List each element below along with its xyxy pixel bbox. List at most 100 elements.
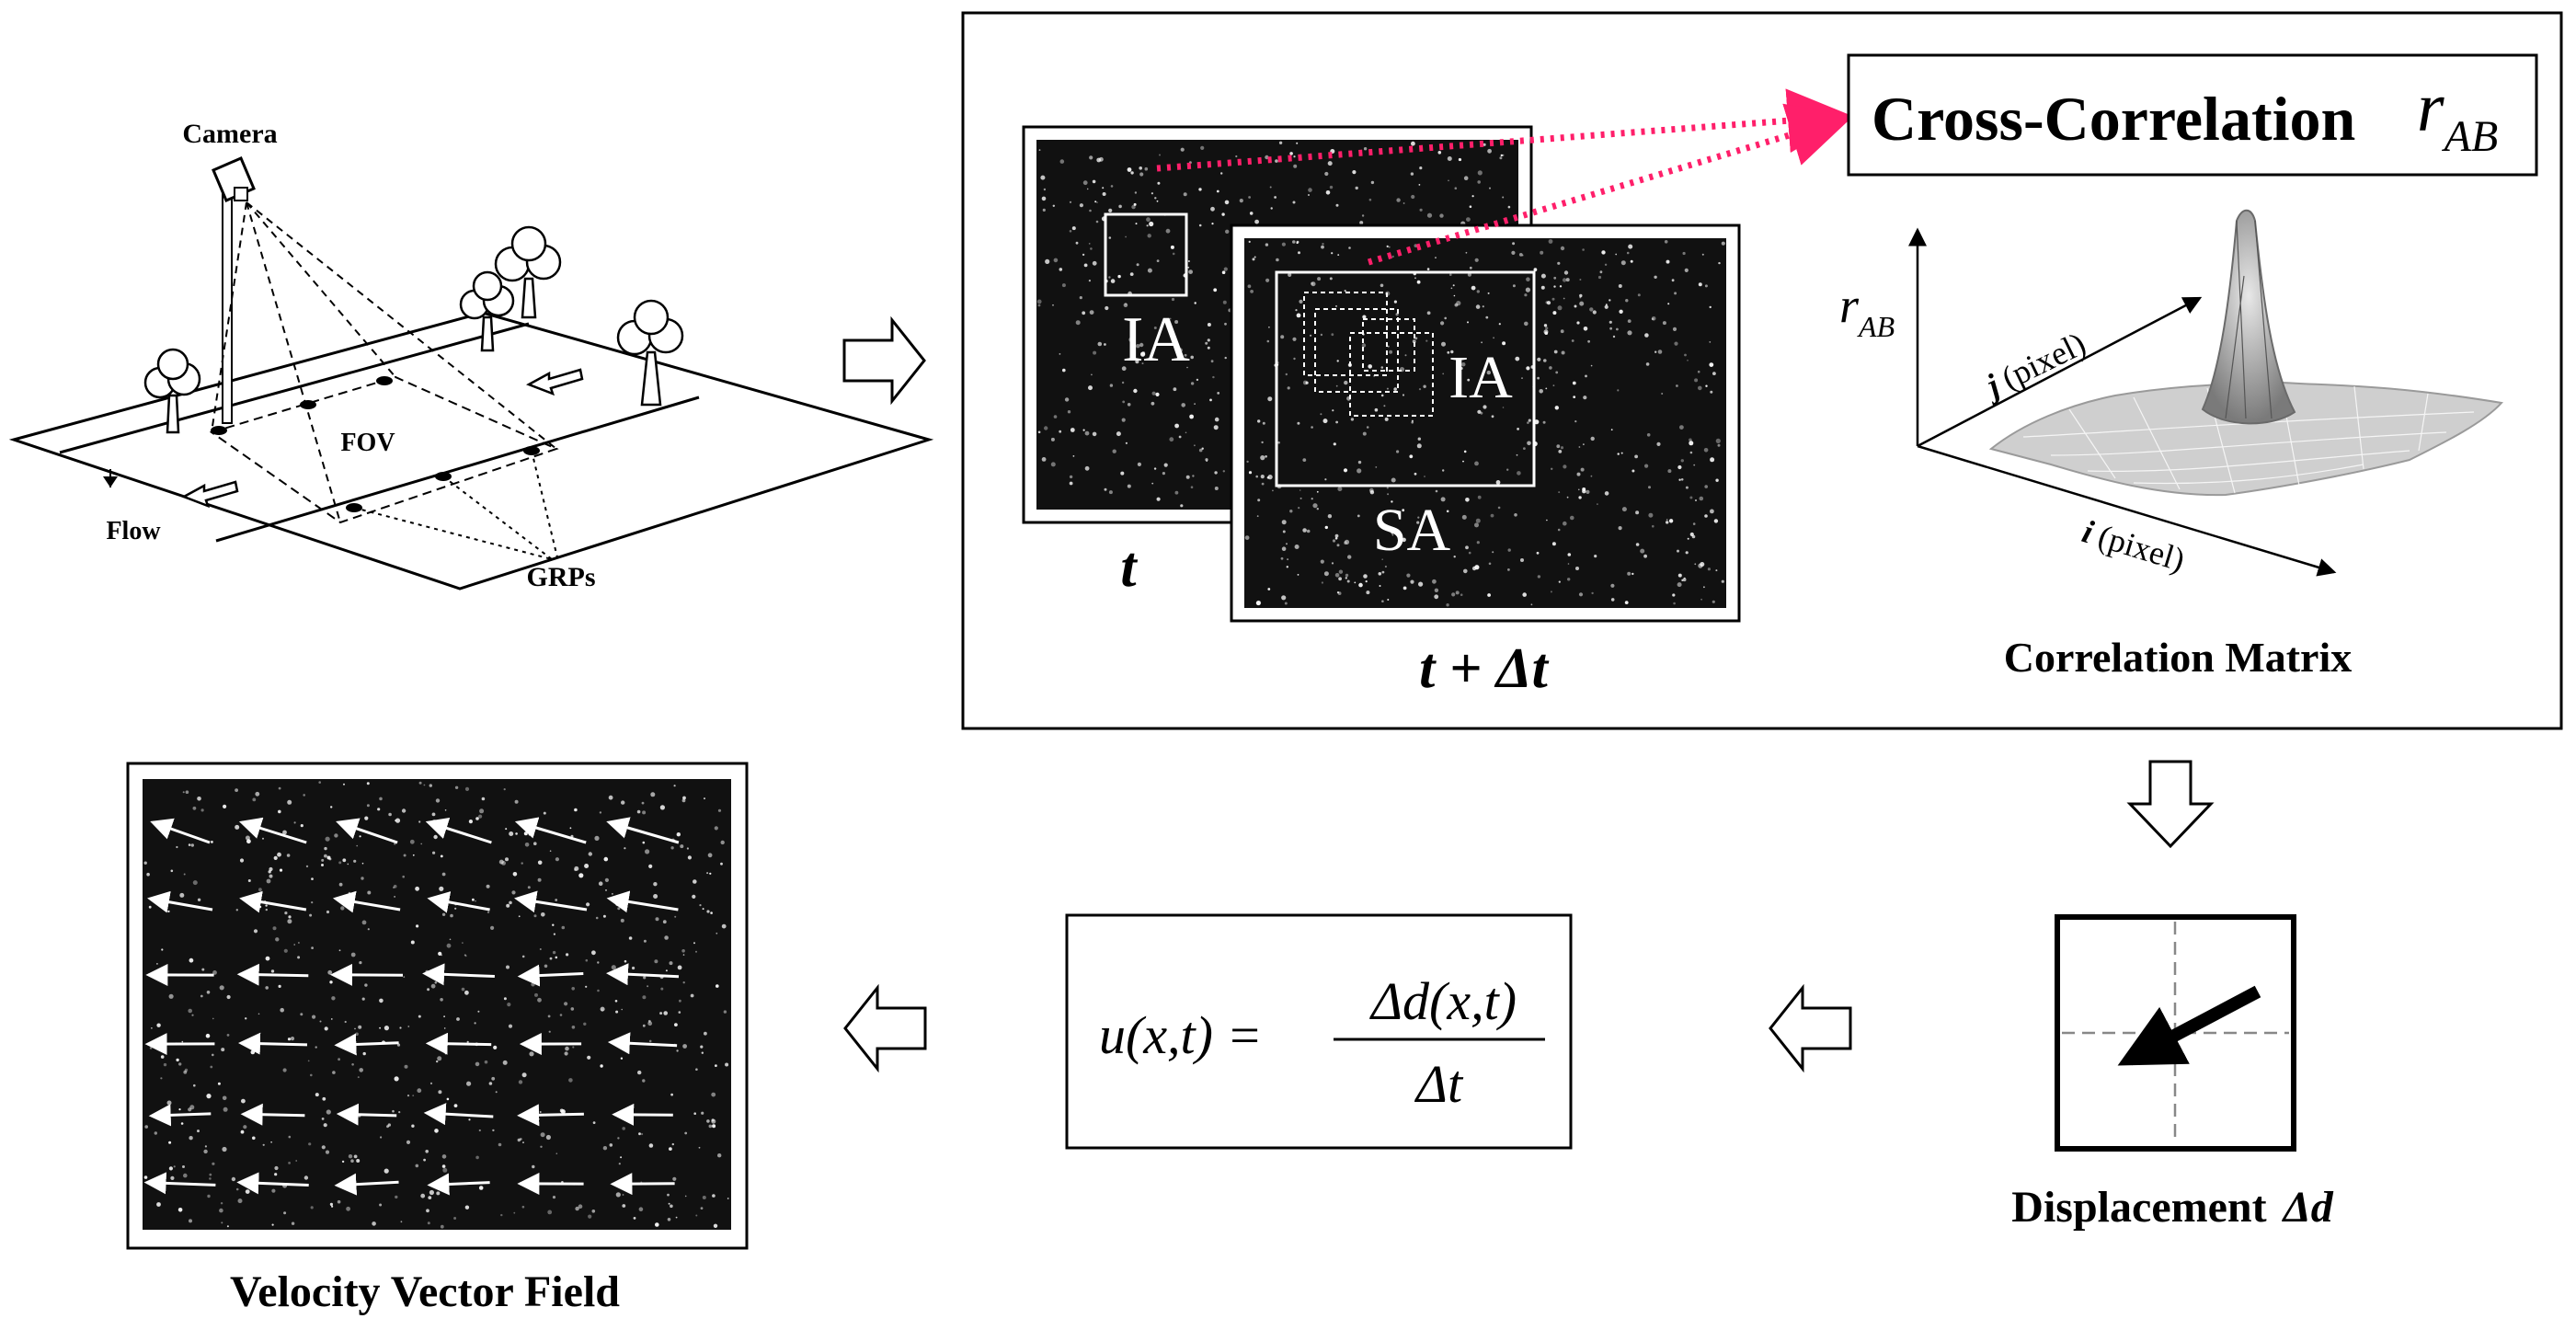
particle [1194, 403, 1196, 405]
particle [364, 983, 368, 987]
particle [1391, 500, 1393, 503]
particle [1270, 207, 1273, 210]
particle [179, 892, 185, 898]
particle [1582, 248, 1585, 251]
particle [1257, 499, 1261, 502]
fov-label: FOV [340, 429, 395, 457]
particle [462, 942, 464, 944]
particle [226, 1034, 230, 1037]
particle [1557, 528, 1561, 532]
particle [1343, 468, 1348, 473]
particle [1052, 204, 1056, 207]
particle [506, 965, 509, 969]
velocity-vector-arrow-icon [236, 963, 309, 986]
particle [1630, 259, 1633, 263]
particle [380, 1136, 383, 1139]
particle [1321, 245, 1324, 249]
particle [348, 891, 350, 895]
particle [1540, 250, 1544, 255]
camera-label: Camera [182, 119, 277, 149]
particle [351, 1063, 354, 1066]
particle [1095, 220, 1099, 224]
particle [1414, 337, 1418, 340]
particle [1540, 273, 1546, 279]
particle [241, 1098, 246, 1104]
particle [1666, 521, 1669, 524]
particle [156, 963, 158, 965]
particle [379, 797, 383, 801]
particle [533, 914, 537, 918]
particle [642, 841, 646, 844]
particle [1221, 212, 1225, 216]
particle [1537, 575, 1541, 579]
particle [1222, 470, 1226, 473]
particle [326, 855, 331, 860]
particle [1116, 431, 1121, 437]
particle [1383, 405, 1386, 407]
particle [1384, 417, 1389, 421]
velocity-vector-arrow-icon [334, 1173, 399, 1196]
particle [1627, 330, 1632, 336]
particle [519, 1138, 522, 1141]
particle [527, 1117, 531, 1120]
particle [679, 999, 681, 1003]
particle [415, 886, 419, 891]
velocity-vector-arrow-icon [427, 1173, 490, 1196]
camera-setup-illustration: Camera FOV Flow GRPs [8, 119, 934, 592]
particle [321, 1118, 325, 1120]
particle [1526, 366, 1530, 371]
particle [1709, 362, 1714, 367]
particle [1617, 389, 1620, 392]
particle [1553, 285, 1556, 288]
particle [1583, 327, 1588, 331]
particle [1192, 475, 1195, 477]
particle [269, 866, 273, 872]
particle [298, 942, 300, 944]
particle [1411, 419, 1414, 422]
particle [1454, 303, 1459, 307]
particle [1286, 566, 1289, 568]
search-area-box [1275, 270, 1536, 487]
particle [574, 866, 579, 871]
particle [205, 1033, 211, 1038]
particle [1275, 159, 1278, 163]
particle [1198, 188, 1202, 191]
particle [1079, 203, 1083, 208]
particle [221, 1048, 225, 1052]
particle [1471, 285, 1476, 291]
particle [1525, 287, 1530, 292]
particle [1375, 466, 1378, 468]
particle [1207, 323, 1211, 327]
particle [1386, 487, 1389, 489]
particle [235, 788, 238, 792]
particle [200, 808, 204, 812]
particle [1267, 396, 1273, 402]
particle [417, 1088, 422, 1094]
particle [1485, 315, 1489, 319]
particle [1348, 247, 1351, 249]
particle [1410, 579, 1414, 584]
particle [1129, 272, 1134, 276]
particle [1125, 303, 1128, 305]
particle [1281, 595, 1287, 601]
particle [418, 820, 421, 823]
particle [1363, 574, 1368, 579]
particle [1272, 489, 1274, 492]
particle [1088, 385, 1093, 391]
particle [1432, 579, 1437, 584]
particle [1704, 514, 1708, 518]
particle [1426, 268, 1430, 270]
particle [488, 1082, 493, 1085]
particle [1389, 350, 1393, 354]
particle [1075, 320, 1081, 326]
particle [706, 1119, 710, 1123]
particle [338, 882, 343, 887]
particle [1285, 373, 1288, 376]
particle [1123, 303, 1128, 308]
particle [1662, 321, 1666, 326]
particle [1108, 236, 1112, 239]
particle [441, 912, 446, 916]
particle [1621, 507, 1627, 512]
particle [1450, 287, 1453, 290]
particle [1416, 521, 1420, 524]
